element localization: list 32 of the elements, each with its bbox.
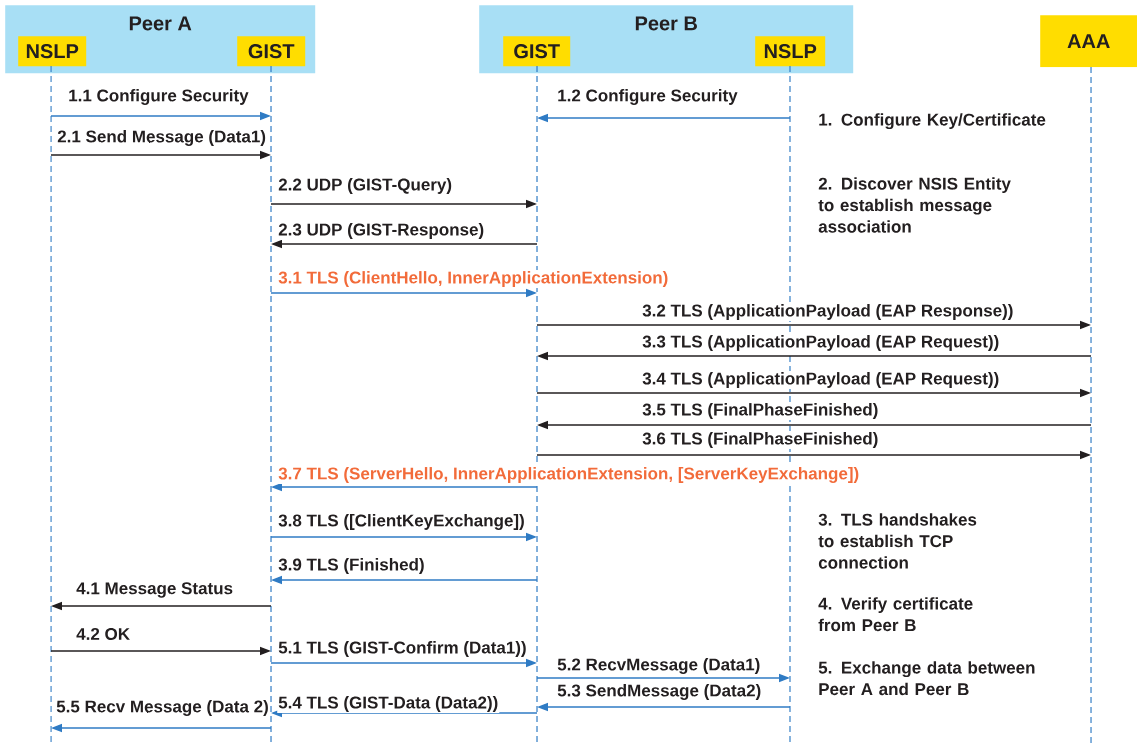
edge-label: 5.4 TLS (GIST-Data (Data2)) (278, 696, 498, 712)
step-note: 3. TLS handshakes to establish TCP connection (818, 513, 977, 569)
edge-label: 3.5 TLS (FinalPhaseFinished) (642, 403, 878, 419)
entity-box: GIST (503, 36, 571, 67)
edge-label: 1.1 Configure Security (69, 89, 249, 105)
edge-label: 5.2 RecvMessage (Data1) (557, 658, 760, 674)
edge-label: 2.3 UDP (GIST-Response) (278, 223, 484, 239)
step-note: 2. Discover NSIS Entity to establish message association (818, 177, 1011, 233)
edge-label: 2.2 UDP (GIST-Query) (278, 178, 452, 194)
entity-box: GIST (237, 36, 306, 67)
edge-label: 5.1 TLS (GIST-Confirm (Data1)) (278, 641, 526, 657)
edge-label: 3.3 TLS (ApplicationPayload (EAP Request)) (642, 335, 999, 351)
edge-label: 3.4 TLS (ApplicationPayload (EAP Request)) (642, 372, 999, 388)
edge-label: 2.1 Send Message (Data1) (57, 130, 266, 146)
edge-label: 3.1 TLS (ClientHello, InnerApplicationExtension) (278, 271, 668, 287)
step-note: 5. Exchange data between Peer A and Peer B (818, 661, 1035, 696)
edge-label: 4.2 OK (76, 627, 130, 640)
edge-label: 3.2 TLS (ApplicationPayload (EAP Response)) (642, 304, 1013, 320)
edge-label: 4.1 Message Status (76, 582, 233, 598)
edge-label: 3.8 TLS ([ClientKeyExchange]) (278, 514, 524, 530)
entity-box: NSLP (755, 36, 826, 67)
edge-label: 1.2 Configure Security (558, 89, 738, 105)
edge-label: 3.7 TLS (ServerHello, InnerApplicationExtension, [ServerKeyExchange]) (278, 467, 859, 483)
edge-label: 3.6 TLS (FinalPhaseFinished) (642, 432, 878, 448)
edge-label: 5.5 Recv Message (Data 2) (56, 700, 268, 716)
entity-box: NSLP (18, 36, 87, 67)
step-note: 4. Verify certificate from Peer B (818, 597, 973, 632)
edge-label: 3.9 TLS (Finished) (278, 558, 424, 574)
step-note: 1. Configure Key/Certificate (819, 113, 1046, 130)
edge-label: 5.3 SendMessage (Data2) (557, 684, 761, 700)
entity-box: AAA (1040, 15, 1137, 68)
lifeline (1090, 66, 1092, 743)
